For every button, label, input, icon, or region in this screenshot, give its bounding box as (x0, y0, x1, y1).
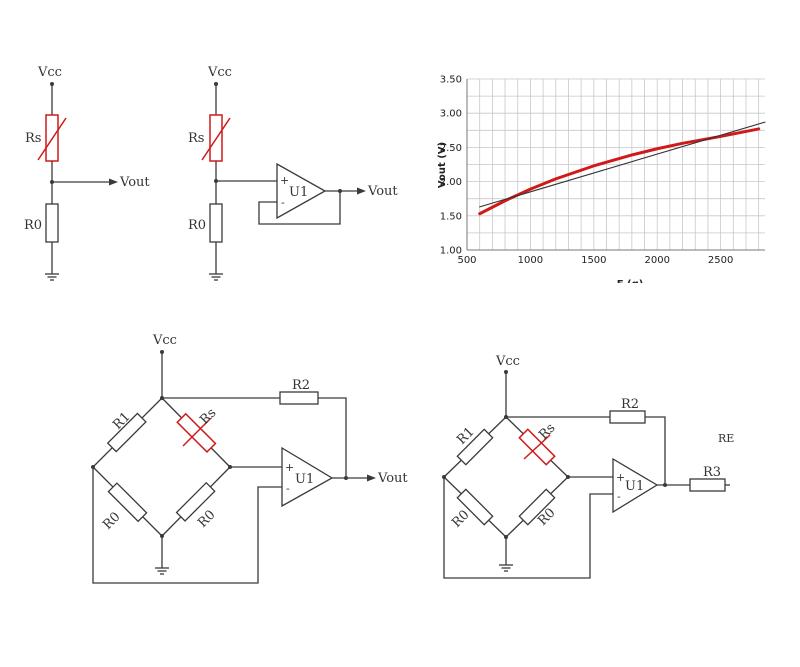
vout-label: Vout (119, 175, 150, 190)
ground-icon (45, 273, 59, 281)
output-arrow-icon (357, 187, 366, 195)
r0-resistor (209, 203, 223, 243)
y-tick-label: 2.50 (440, 143, 462, 154)
r0-resistor (45, 203, 59, 243)
x-tick-label: 2000 (644, 255, 669, 266)
ground-icon (499, 564, 513, 572)
re-label: RE (718, 432, 734, 445)
rs-label: Rs (188, 131, 204, 146)
y-tick-label: 3.50 (440, 75, 462, 86)
svg-text:+: + (616, 471, 625, 484)
op-amp-u1 (276, 162, 327, 220)
chart-ticks: 500 1000 1500 2000 2500 1.00 1.50 2.00 2.50 3.00 3… (440, 75, 734, 267)
y-axis-label: Vout (V) (437, 142, 448, 188)
ground-icon (209, 273, 223, 281)
r0-left-label: R0 (449, 507, 472, 530)
buffered-divider-circuit: Vcc Rs + - U1 Vout R0 (188, 65, 398, 281)
u1-label: U1 (295, 472, 314, 487)
r0-left-resistor (107, 482, 148, 523)
svg-text:-: - (281, 196, 285, 209)
bridge-amplifier-circuit: Vcc R1 Rs R0 R0 R2 + - U1 Vout (91, 333, 408, 584)
vout-label: Vout (377, 471, 408, 486)
r2-resistor (279, 391, 319, 405)
divider-circuit: Vcc Rs Vout R0 (24, 65, 150, 281)
r3-label: R3 (703, 465, 721, 480)
rs-label: Rs (25, 131, 41, 146)
r1-resistor (106, 412, 147, 453)
vcc-label: Vcc (152, 333, 177, 348)
output-arrow-icon (109, 178, 118, 186)
output-arrow-icon (367, 474, 376, 482)
y-tick-label: 1.00 (440, 246, 462, 257)
svg-text:-: - (617, 490, 621, 503)
svg-text:-: - (286, 482, 290, 495)
r3-resistor (689, 478, 726, 492)
r0-right-label: R0 (195, 507, 218, 530)
rs-label: Rs (197, 406, 219, 428)
x-tick-label: 1500 (581, 255, 606, 266)
vout-label: Vout (367, 184, 398, 199)
svg-text:+: + (280, 174, 289, 187)
rs-label: Rs (536, 421, 558, 443)
r0-right-resistor (175, 481, 216, 522)
u1-label: U1 (625, 479, 644, 494)
op-amp-u1 (281, 446, 334, 508)
x-tick-label: 500 (457, 255, 476, 266)
r0-left-resistor (456, 488, 494, 526)
bridge-amplifier-r3-circuit: Vcc R1 Rs R0 R0 R2 + - U1 R3 R (442, 354, 734, 579)
r2-label: R2 (621, 397, 639, 412)
x-tick-label: 1000 (518, 255, 543, 266)
linear-fit-line (479, 121, 766, 208)
vcc-label: Vcc (495, 354, 520, 369)
svg-text:+: + (285, 461, 294, 474)
chart-series (478, 121, 766, 216)
x-tick-label: 2500 (708, 255, 733, 266)
r0-label: R0 (24, 218, 42, 233)
feedback-wire (258, 191, 341, 225)
r0-right-resistor (518, 488, 556, 526)
r0-left-label: R0 (100, 509, 123, 532)
measured-curve (478, 127, 761, 216)
r1-resistor (456, 428, 494, 466)
u1-label: U1 (289, 185, 308, 200)
y-tick-label: 2.00 (440, 177, 462, 188)
op-amp-u1 (612, 457, 659, 514)
ground-icon (155, 567, 169, 575)
y-tick-label: 3.00 (440, 109, 462, 120)
vout-vs-force-chart: 500 1000 1500 2000 2500 1.00 1.50 2.00 2.50 3.00 3… (437, 75, 766, 290)
r0-label: R0 (188, 218, 206, 233)
r2-resistor (609, 410, 646, 424)
y-tick-label: 1.50 (440, 211, 462, 222)
vcc-label: Vcc (207, 65, 232, 80)
r2-label: R2 (292, 378, 310, 393)
vcc-label: Vcc (37, 65, 62, 80)
